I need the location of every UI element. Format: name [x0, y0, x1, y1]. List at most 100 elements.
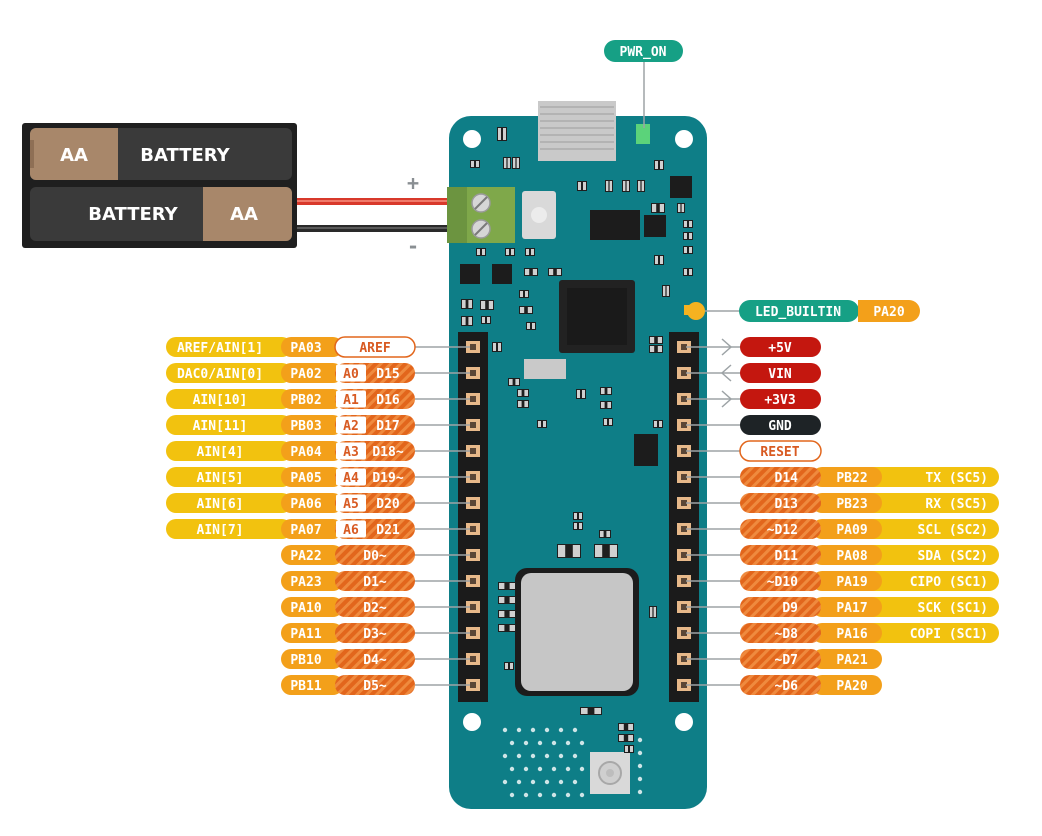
pin-digital-label: ~D6 [775, 679, 799, 694]
pin-digital-pill [334, 336, 416, 358]
pin-port-label: PA09 [836, 523, 867, 538]
left-header [458, 332, 488, 702]
pin-digital-label: ~D10 [767, 575, 798, 590]
pin-function-label: DAC0/AIN[0] [177, 367, 263, 382]
pin-digital-label: ~D8 [775, 627, 799, 642]
battery-2-aa-label: AA [230, 204, 258, 225]
pin-function-pill [166, 337, 292, 357]
pin-analog-pill [336, 494, 366, 512]
right-pin-row: +3V3 [686, 389, 821, 409]
right-pin-row: SCL (SC2) PA09 ~D12 [686, 519, 999, 539]
pin-digital-label: D21 [376, 523, 400, 538]
pin-function-pill [166, 363, 292, 383]
pin-analog-label: A4 [343, 471, 359, 486]
pin-digital-label: D9 [782, 601, 798, 616]
pin-port-pill [281, 597, 343, 617]
pin-port-label: PB03 [290, 419, 321, 434]
pin-port-pill [281, 363, 343, 383]
right-pin-row: RESET [686, 440, 822, 462]
pin-digital-pill [740, 571, 821, 591]
pin-digital-label: ~D12 [767, 523, 798, 538]
pin-port-pill [812, 597, 882, 617]
pin-function-label: AIN[10] [193, 393, 248, 408]
pin-function-label: SDA (SC2) [918, 549, 988, 564]
pin-digital-pill [740, 493, 821, 513]
pin-function-label: SCL (SC2) [918, 523, 988, 538]
pin-port-pill [281, 571, 343, 591]
pin-digital-pill [335, 545, 415, 565]
pin-digital-pill [335, 597, 415, 617]
pin-digital-label: D3~ [363, 627, 387, 642]
pin-digital-pill [740, 675, 821, 695]
pin-digital-pill [740, 519, 821, 539]
pin-digital-label: ~D7 [775, 653, 798, 668]
pin-function-pill [860, 571, 999, 591]
pin-function-label: CIPO (SC1) [910, 575, 988, 590]
pin-port-label: PB22 [836, 471, 867, 486]
pin-port-label: PA21 [836, 653, 867, 668]
mounting-hole [675, 713, 693, 731]
pin-port-pill [281, 415, 343, 435]
pin-function-pill [166, 493, 292, 513]
pwr-on-callout: PWR_ON [604, 40, 683, 62]
pin-port-pill [812, 467, 882, 487]
pin-digital-pill [740, 597, 821, 617]
pin-digital-label: VIN [768, 367, 792, 382]
pin-function-label: TX (SC5) [925, 471, 988, 486]
pin-port-pill [812, 571, 882, 591]
pin-digital-label: D16 [376, 393, 400, 408]
pin-port-pill [281, 467, 343, 487]
pin-digital-label: D19~ [372, 471, 403, 486]
pin-function-pill [860, 467, 999, 487]
pin-port-pill [812, 493, 882, 513]
pin-port-pill [281, 389, 343, 409]
pwr-on-label: PWR_ON [620, 45, 667, 60]
pin-digital-label: D15 [376, 367, 399, 382]
pin-function-label: SCK (SC1) [918, 601, 988, 616]
battery-wires [297, 198, 447, 232]
led-builtin-label: LED_BUILTIN [755, 305, 841, 320]
pin-port-pill [281, 675, 343, 695]
pin-digital-label: D4~ [363, 653, 387, 668]
pin-digital-label: RESET [760, 445, 799, 460]
pin-port-label: PA07 [290, 523, 321, 538]
pin-function-label: RX (SC5) [925, 497, 988, 512]
pin-function-label: AIN[4] [197, 445, 244, 460]
pin-analog-pill [336, 520, 366, 538]
pin-digital-pill [740, 545, 821, 565]
pin-digital-pill [740, 363, 821, 383]
pin-analog-pill [336, 442, 366, 460]
pin-port-pill [281, 623, 343, 643]
right-pin-row: GND [686, 415, 821, 435]
right-pin-row: SCK (SC1) PA17 D9 [686, 597, 999, 617]
pin-function-pill [166, 415, 292, 435]
pin-digital-pill [740, 389, 821, 409]
pin-port-pill [281, 649, 343, 669]
pin-port-label: PA23 [290, 575, 321, 590]
mounting-hole [463, 713, 481, 731]
pin-port-label: PA10 [290, 601, 321, 616]
pin-digital-label: D20 [376, 497, 400, 512]
pin-digital-pill [335, 649, 415, 669]
power-out-arrow-icon [721, 338, 733, 356]
pin-port-label: PA17 [836, 601, 867, 616]
pin-function-pill [166, 519, 292, 539]
pin-digital-pill [740, 467, 821, 487]
pin-port-label: PB11 [290, 679, 321, 694]
pin-digital-pill [335, 675, 415, 695]
right-header [669, 332, 699, 702]
pin-function-label: AIN[6] [197, 497, 244, 512]
pin-digital-label: D18~ [372, 445, 403, 460]
usb-connector [538, 101, 616, 161]
pin-port-label: PA19 [836, 575, 867, 590]
